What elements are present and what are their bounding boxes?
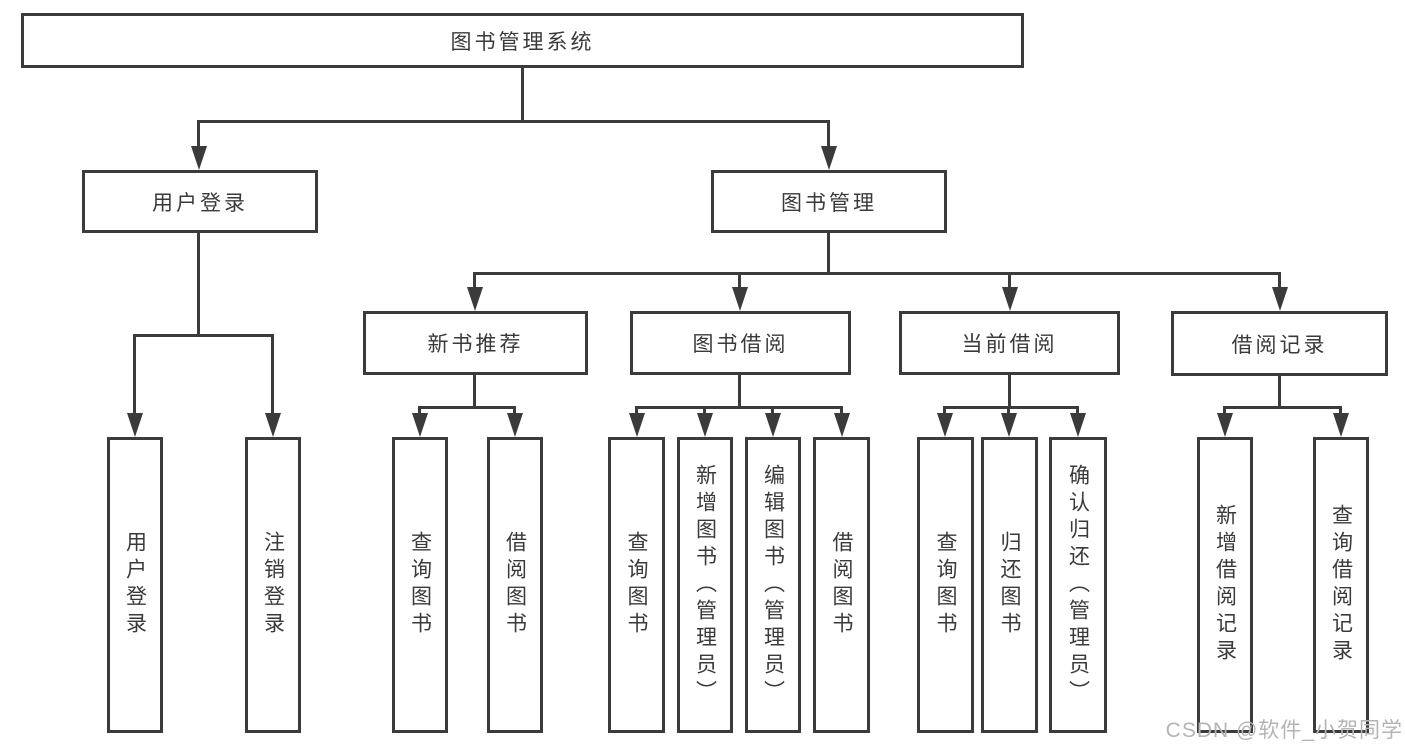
leaf-borrow-books-recommend: 借阅图书	[487, 437, 543, 733]
connector-line	[418, 406, 516, 409]
connector-line	[1278, 376, 1281, 409]
leaf-logout: 注销登录	[245, 437, 301, 733]
leaf-add-book-admin: 新增图书（管理员）	[677, 437, 733, 733]
leaf-borrow-books-label: 借阅图书	[830, 531, 853, 639]
connector-line	[521, 68, 524, 123]
leaf-user-login-label: 用户登录	[123, 531, 147, 639]
connector-line	[1223, 406, 1342, 409]
node-book-borrow: 图书借阅	[630, 311, 851, 375]
leaf-return-book-label: 归还图书	[998, 531, 1021, 639]
leaf-add-book-admin-label: 新增图书（管理员）	[693, 463, 717, 707]
arrowhead-icon	[765, 413, 781, 437]
arrowhead-icon	[191, 146, 207, 170]
connector-line	[513, 406, 516, 416]
arrowhead-icon	[1217, 413, 1233, 437]
connector-line	[840, 406, 843, 416]
connector-line	[703, 406, 706, 416]
arrowhead-icon	[412, 413, 428, 437]
node-current-borrow-label: 当前借阅	[961, 333, 1058, 356]
connector-line	[1278, 272, 1281, 290]
arrowhead-icon	[834, 413, 850, 437]
leaf-borrow-books: 借阅图书	[813, 437, 870, 733]
connector-line	[943, 406, 1079, 409]
connector-line	[197, 120, 830, 123]
arrowhead-icon	[937, 413, 953, 437]
connector-line	[473, 375, 476, 409]
node-new-book-recommend-label: 新书推荐	[427, 333, 524, 356]
arrowhead-icon	[507, 413, 523, 437]
connector-line	[738, 272, 741, 290]
arrowhead-icon	[127, 413, 143, 437]
leaf-query-books-borrow-label: 查询图书	[625, 531, 648, 639]
connector-line	[1008, 375, 1011, 409]
node-new-book-recommend: 新书推荐	[363, 311, 588, 375]
csdn-watermark: CSDN @软件_小贺同学	[1165, 719, 1403, 742]
connector-line	[271, 334, 274, 416]
leaf-query-books-borrow: 查询图书	[608, 437, 665, 733]
leaf-borrow-books-recommend-label: 借阅图书	[503, 531, 527, 639]
connector-line	[418, 406, 421, 416]
connector-line	[1339, 406, 1342, 416]
node-root: 图书管理系统	[21, 13, 1024, 68]
connector-line	[771, 406, 774, 416]
leaf-edit-book-admin: 编辑图书（管理员）	[745, 437, 801, 733]
arrowhead-icon	[265, 413, 281, 437]
connector-line	[635, 406, 843, 409]
arrowhead-icon	[629, 413, 645, 437]
leaf-query-borrow-record: 查询借阅记录	[1313, 437, 1369, 733]
node-root-label: 图书管理系统	[450, 30, 595, 54]
connector-line	[473, 272, 1281, 275]
connector-line	[635, 406, 638, 416]
leaf-query-borrow-record-label: 查询借阅记录	[1329, 504, 1353, 666]
arrowhead-icon	[732, 287, 748, 311]
connector-line	[1007, 406, 1010, 416]
connector-line	[827, 120, 830, 148]
leaf-edit-book-admin-label: 编辑图书（管理员）	[761, 463, 785, 707]
connector-line	[1076, 406, 1079, 416]
connector-line	[943, 406, 946, 416]
arrowhead-icon	[1002, 287, 1018, 311]
leaf-confirm-return-admin-label: 确认归还（管理员）	[1066, 463, 1090, 707]
connector-line	[738, 375, 741, 409]
leaf-confirm-return-admin: 确认归还（管理员）	[1049, 437, 1107, 733]
connector-line	[1223, 406, 1226, 416]
connector-line	[827, 233, 830, 275]
arrowhead-icon	[697, 413, 713, 437]
leaf-query-books-recommend-label: 查询图书	[408, 531, 432, 639]
leaf-logout-label: 注销登录	[261, 531, 285, 639]
connector-line	[197, 233, 200, 337]
node-book-borrow-label: 图书借阅	[692, 333, 789, 356]
leaf-add-borrow-record-label: 新增借阅记录	[1213, 504, 1237, 666]
leaf-query-books-recommend: 查询图书	[392, 437, 448, 733]
leaf-return-book: 归还图书	[981, 437, 1038, 733]
arrowhead-icon	[1070, 413, 1086, 437]
connector-line	[133, 334, 136, 416]
arrowhead-icon	[467, 287, 483, 311]
connector-line	[133, 334, 274, 337]
connector-line	[197, 120, 200, 148]
connector-line	[1008, 272, 1011, 290]
arrowhead-icon	[1001, 413, 1017, 437]
node-borrow-records: 借阅记录	[1171, 311, 1388, 376]
leaf-user-login: 用户登录	[107, 437, 163, 733]
leaf-query-books-current-label: 查询图书	[934, 531, 957, 639]
leaf-query-books-current: 查询图书	[917, 437, 974, 733]
arrowhead-icon	[821, 146, 837, 170]
node-user-login: 用户登录	[82, 170, 318, 233]
node-borrow-records-label: 借阅记录	[1231, 333, 1328, 357]
connector-line	[473, 272, 476, 290]
arrowhead-icon	[1333, 413, 1349, 437]
node-user-login-label: 用户登录	[152, 191, 248, 215]
arrowhead-icon	[1272, 287, 1288, 311]
node-book-management-label: 图书管理	[781, 191, 877, 215]
node-book-management: 图书管理	[711, 170, 947, 233]
leaf-add-borrow-record: 新增借阅记录	[1197, 437, 1253, 733]
node-current-borrow: 当前借阅	[899, 311, 1120, 375]
